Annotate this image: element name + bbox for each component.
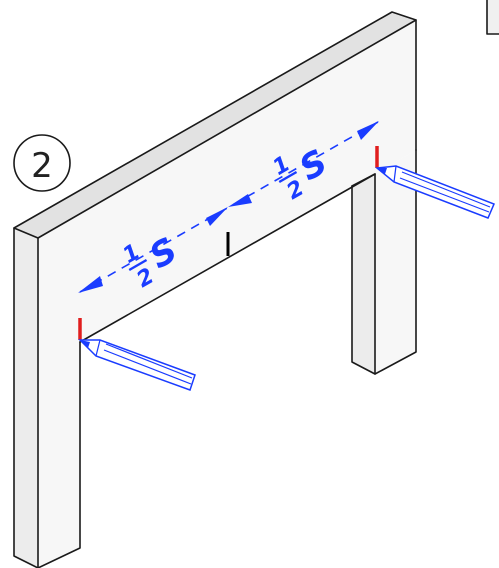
- beam-opening-edge: [37, 173, 376, 568]
- dim-left-fraction-bar: [128, 258, 148, 272]
- step-badge: 2: [13, 134, 71, 192]
- step-number: 2: [31, 146, 53, 186]
- pencil-icon: [78, 339, 196, 391]
- right-post: [351, 149, 417, 375]
- dimension-line: [78, 121, 379, 293]
- pencil-icon: [375, 165, 495, 219]
- header-beam: [13, 11, 417, 568]
- dim-arrow-left: [78, 276, 103, 293]
- dim-right-fraction-bar: [278, 170, 298, 184]
- corner-panel-edge: [486, 0, 499, 35]
- dim-arrow-center-right: [228, 194, 252, 207]
- dim-arrow-center-left: [206, 207, 228, 226]
- step-circle: [13, 134, 71, 192]
- dim-arrow-right: [357, 121, 379, 140]
